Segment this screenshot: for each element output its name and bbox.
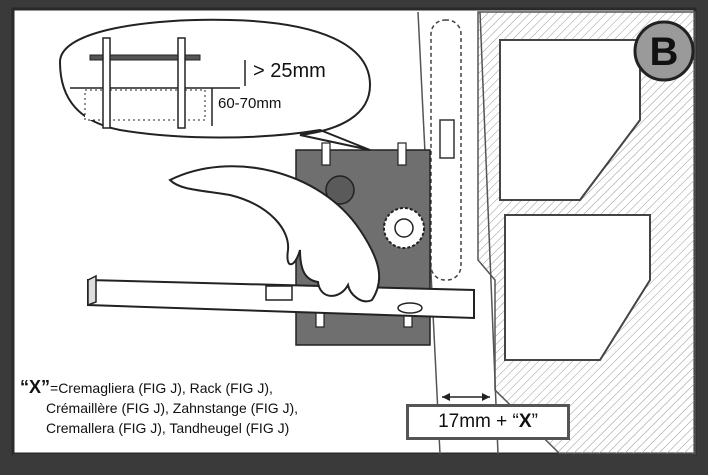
gear-hub	[394, 218, 414, 238]
plate-in-bubble	[89, 54, 201, 61]
hand-icon	[168, 165, 381, 303]
legend-marker: X	[29, 377, 42, 397]
legend-text-1: =Cremagliera (FIG J), Rack (FIG J),	[50, 380, 273, 396]
gate-box-upper	[499, 39, 641, 201]
legend-line-2: Crémaillère (FIG J), Zahnstange (FIG J),	[46, 400, 299, 416]
formula-suffix: ”	[531, 411, 538, 432]
level-slot	[397, 302, 423, 314]
dimension-upper: > 25mm	[253, 60, 326, 82]
badge-circle	[633, 20, 695, 82]
formula-prefix: 17mm + “	[438, 411, 519, 432]
plate-hole	[325, 175, 355, 205]
spirit-level-end	[87, 274, 97, 307]
badge-letter: B	[649, 30, 679, 74]
legend-line-3: Cremallera (FIG J), Tandheugel (FIG J)	[46, 420, 290, 436]
dimension-lower: 60-70mm	[218, 95, 282, 112]
legend-line-1: “X”=Cremagliera (FIG J), Rack (FIG J),	[20, 377, 273, 397]
legend: “X”=Cremagliera (FIG J), Rack (FIG J), C…	[20, 377, 298, 438]
level-vial-vertical	[439, 119, 455, 159]
level-vial	[265, 285, 293, 301]
dashed-cylinder	[430, 19, 462, 281]
footer-band	[13, 454, 695, 475]
measure-arrow-right	[482, 393, 490, 401]
gate-post-right	[479, 11, 499, 455]
measure-arrow-left	[442, 393, 450, 401]
gate-box-lower	[504, 214, 651, 361]
formula-variable: X	[518, 411, 532, 432]
anchor-rods	[102, 37, 186, 129]
formula-box: 17mm + “X”	[406, 404, 570, 440]
